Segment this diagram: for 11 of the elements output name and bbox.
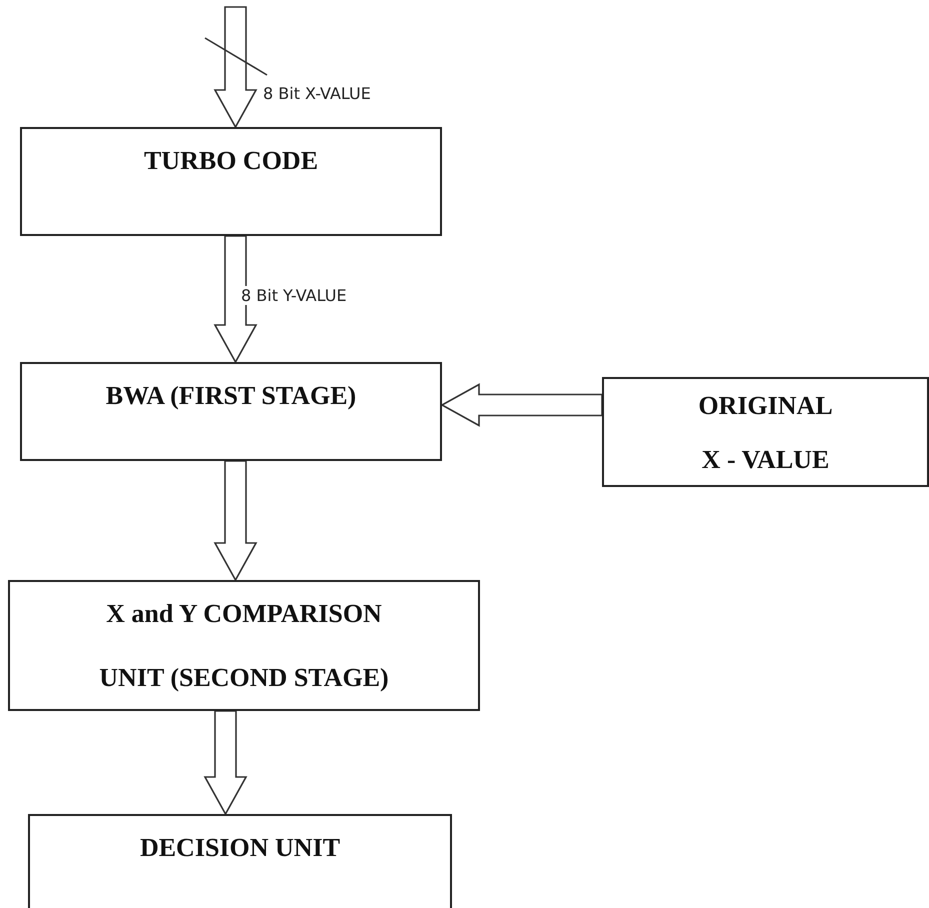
edge-label: 8 Bit Y-VALUE [240, 286, 348, 305]
process-box [28, 814, 452, 908]
box-title: TURBO CODE [142, 145, 320, 177]
box-title: BWA (FIRST STAGE) [104, 380, 358, 412]
process-box [20, 362, 442, 461]
box-title: X and Y COMPARISON UNIT (SECOND STAGE) [98, 598, 390, 694]
box-title: DECISION UNIT [138, 832, 342, 864]
process-box [602, 377, 929, 487]
process-box [20, 127, 442, 236]
process-box [8, 580, 480, 711]
box-title: ORIGINAL X - VALUE [697, 390, 834, 476]
